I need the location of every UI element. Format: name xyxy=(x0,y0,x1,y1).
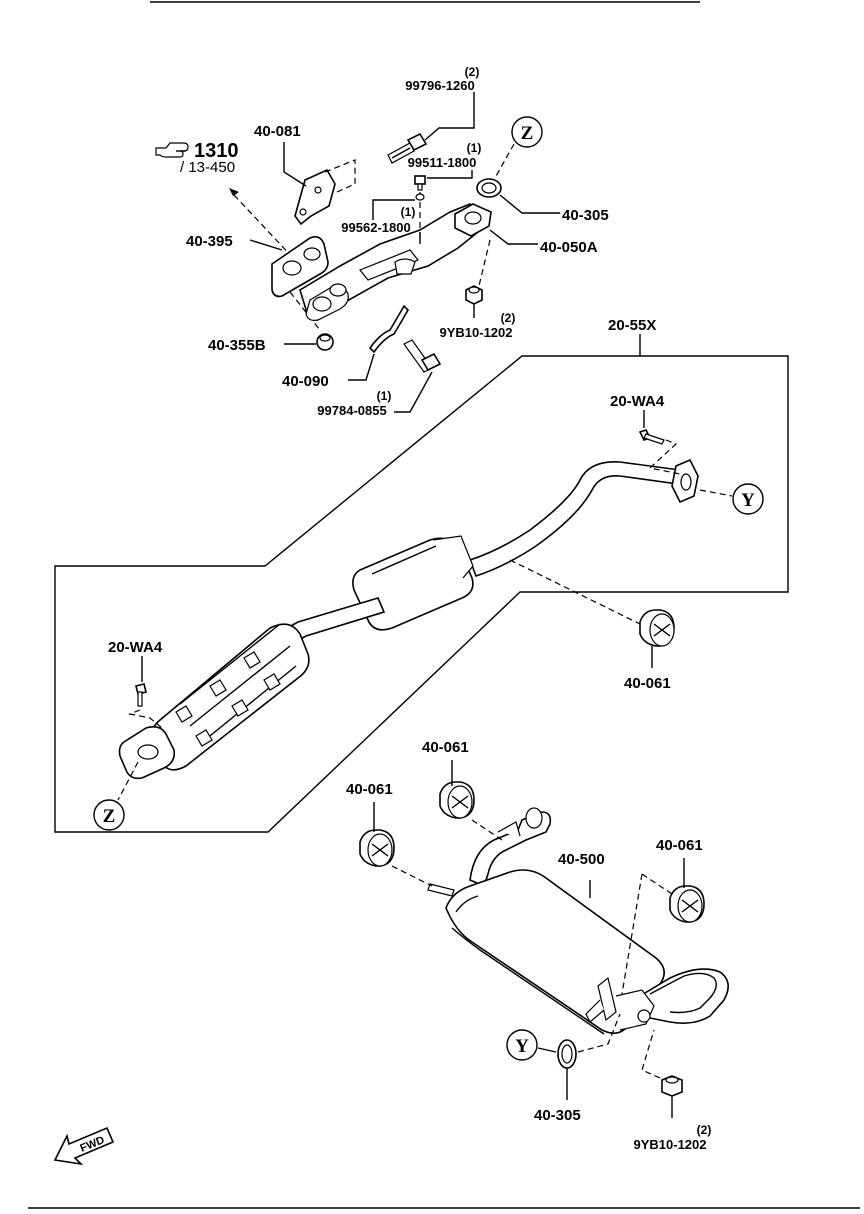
front-pipe-40-050A[interactable] xyxy=(299,203,492,321)
nut-bottom-dash xyxy=(641,1029,661,1079)
label-40-355B: 40-355B xyxy=(208,337,266,354)
code-99796: 99796-1260 xyxy=(405,78,474,93)
label-40-061-c: 40-061 xyxy=(346,781,393,798)
hanger-dash-c xyxy=(391,865,433,887)
washer-99562-1800[interactable] xyxy=(415,193,425,201)
clip-40-090[interactable] xyxy=(368,304,409,354)
qty-99511: (1) xyxy=(467,141,482,155)
pointing-hand-icon xyxy=(155,142,189,158)
bolt-20-WA4-left[interactable] xyxy=(135,683,147,707)
wa4-right-dash xyxy=(648,439,681,475)
qty-99796: (2) xyxy=(465,65,480,79)
callout-z-bottom[interactable]: Z xyxy=(93,799,125,831)
svg-text:Z: Z xyxy=(521,123,534,144)
code-9yb10-top: 9YB10-1202 xyxy=(440,325,513,340)
leader-40-081 xyxy=(283,142,307,187)
callout-y-bottom[interactable]: Y xyxy=(506,1029,538,1061)
code-99784: 99784-0855 xyxy=(317,403,386,418)
leader-40-395 xyxy=(249,239,283,251)
leader-99796 xyxy=(424,92,475,141)
label-40-050A: 40-050A xyxy=(540,239,598,256)
leader-99784 xyxy=(394,371,433,413)
bracket-dashes xyxy=(324,159,356,193)
nut-9YB10-1202-top[interactable] xyxy=(465,285,483,305)
label-40-305-top: 40-305 xyxy=(562,207,609,224)
ring-gasket-40-305-top[interactable] xyxy=(476,178,502,198)
label-40-061-d: 40-061 xyxy=(656,837,703,854)
svg-text:Y: Y xyxy=(741,490,755,511)
label-40-061-b: 40-061 xyxy=(422,739,469,756)
reference-section: / 13-450 xyxy=(180,159,235,176)
code-99511: 99511-1800 xyxy=(408,155,477,170)
callout-z-top[interactable]: Z xyxy=(511,116,543,148)
bracket-40-081[interactable] xyxy=(294,168,336,226)
main-silencer-40-500[interactable] xyxy=(427,807,729,1035)
rubber-mount-40-355B[interactable] xyxy=(316,333,334,351)
reference-number: 1310 xyxy=(194,140,239,162)
bolt-99784-0855[interactable] xyxy=(403,339,442,373)
y-bottom-leader xyxy=(537,1047,557,1053)
fwd-arrow-icon: FWD xyxy=(53,1126,115,1166)
label-40-305-bottom: 40-305 xyxy=(534,1107,581,1124)
gasket-40-395[interactable] xyxy=(271,236,329,298)
rubber-hanger-40-061-c[interactable] xyxy=(359,829,395,867)
code-99562: 99562-1800 xyxy=(341,220,410,235)
z-top-dash xyxy=(494,143,515,179)
code-9yb10-bottom: 9YB10-1202 xyxy=(634,1137,707,1152)
leader-99562 xyxy=(372,199,415,220)
assembly-outline-20-55x xyxy=(54,355,789,833)
wa4-left-dash xyxy=(127,709,163,729)
bolt-99511-1800[interactable] xyxy=(414,175,426,191)
label-40-081: 40-081 xyxy=(254,123,301,140)
gasket-dash xyxy=(289,291,321,331)
qty-9yb10-top: (2) xyxy=(501,311,516,325)
y-top-dash xyxy=(699,489,733,497)
label-20-WA4-right: 20-WA4 xyxy=(610,393,665,410)
svg-text:Z: Z xyxy=(103,806,116,827)
fwd-label: FWD xyxy=(79,1134,107,1155)
label-40-090: 40-090 xyxy=(282,373,329,390)
hanger-dash-d xyxy=(641,873,673,895)
hanger-dash-a xyxy=(509,559,641,625)
label-40-395: 40-395 xyxy=(186,233,233,250)
callout-y-top[interactable]: Y xyxy=(732,483,764,515)
bolt-20-WA4-right[interactable] xyxy=(638,429,665,445)
leader-99511 xyxy=(427,170,473,179)
leader-40-090 xyxy=(348,353,375,381)
hanger-dash-b xyxy=(471,819,503,841)
rubber-hanger-40-061-d[interactable] xyxy=(669,885,705,923)
rubber-hanger-40-061-b[interactable] xyxy=(439,781,475,819)
qty-99562: (1) xyxy=(401,205,416,219)
rubber-hanger-40-061-a[interactable] xyxy=(639,609,675,647)
ring-gasket-40-305-bottom[interactable] xyxy=(557,1039,577,1069)
nut-9YB10-1202-bottom[interactable] xyxy=(661,1075,683,1097)
reference-note[interactable]: 1310 / 13-450 xyxy=(155,140,239,176)
label-20-55X: 20-55X xyxy=(608,317,656,334)
reference-leader xyxy=(233,194,296,261)
label-40-500: 40-500 xyxy=(558,851,605,868)
leader-40-050a xyxy=(489,229,538,245)
hanger-dash-d2 xyxy=(621,873,643,995)
qty-99784: (1) xyxy=(377,389,392,403)
qty-9yb10-bottom: (2) xyxy=(697,1123,712,1137)
pipe-nut-dash xyxy=(477,239,491,291)
bolt-99796-1260[interactable] xyxy=(387,132,428,164)
label-20-WA4-left: 20-WA4 xyxy=(108,639,163,656)
reference-arrowhead xyxy=(229,188,239,196)
svg-text:Y: Y xyxy=(515,1036,529,1057)
center-pipe-20-55X[interactable] xyxy=(118,458,699,780)
leader-40-305-top xyxy=(499,194,560,214)
label-40-061-a: 40-061 xyxy=(624,675,671,692)
z-bottom-dash xyxy=(117,761,139,801)
gasket-bottom-dash xyxy=(577,1013,621,1053)
